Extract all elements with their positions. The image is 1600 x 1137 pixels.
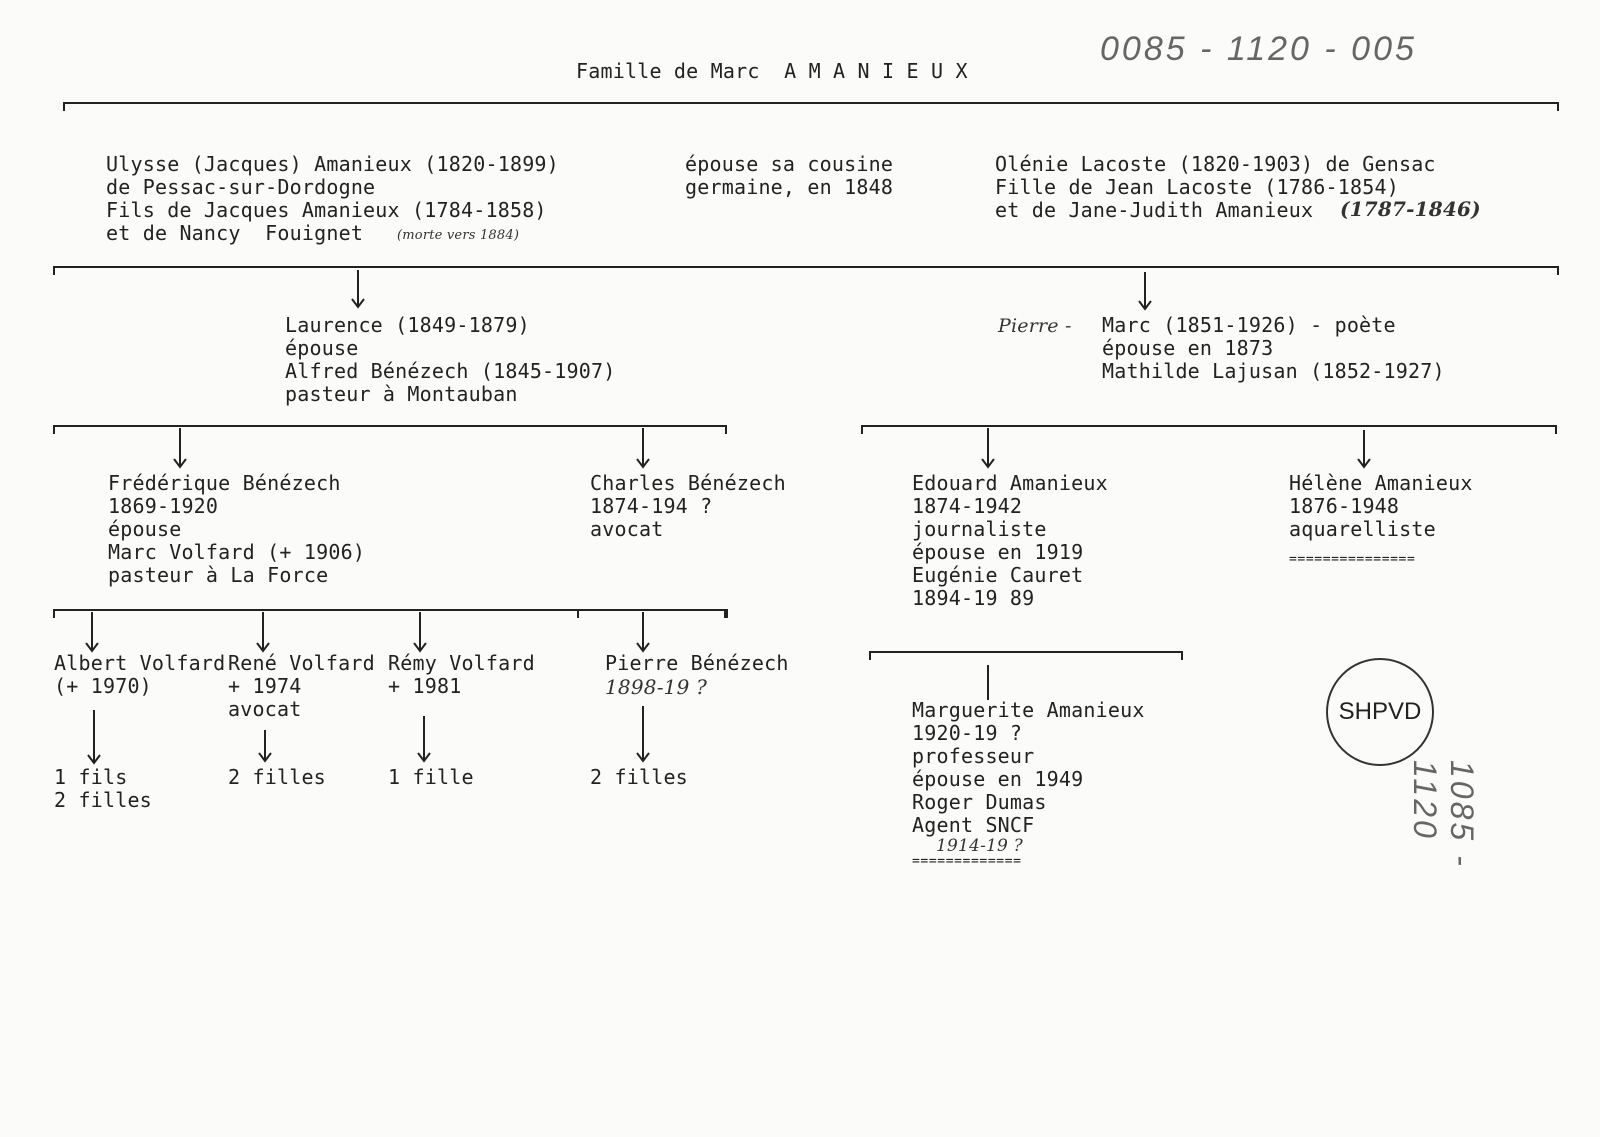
gen5-remy-children: 1 fille <box>388 765 474 789</box>
text-line: Olénie Lacoste (1820-1903) de Gensac <box>995 152 1436 176</box>
text-line: Roger Dumas <box>912 790 1047 814</box>
text-line: Mathilde Lajusan (1852-1927) <box>1102 359 1445 383</box>
handwritten-note: (morte vers 1884) <box>397 228 520 243</box>
text-line: 1894-19 89 <box>912 586 1035 610</box>
text-line: Alfred Bénézech (1845-1907) <box>285 359 616 383</box>
text-line: Edouard Amanieux <box>912 471 1108 495</box>
text-line: Albert Volfard <box>54 651 226 675</box>
archive-reference: 0085 - 1120 - 005 <box>1100 30 1417 68</box>
gen5-pierre-children: 2 filles <box>590 765 688 789</box>
archive-reference-side: 1085 - 1120 <box>1407 760 1480 869</box>
text-line: 1 fils <box>54 765 128 789</box>
text-line: René Volfard <box>228 651 375 675</box>
handwritten-prefix: Pierre - <box>998 315 1072 337</box>
text-line: épouse <box>285 336 359 360</box>
text-line: germaine, en 1848 <box>685 175 894 199</box>
text-line: 2 filles <box>54 788 152 812</box>
text-line: pasteur à La Force <box>108 563 329 587</box>
end-marker: ============= <box>912 854 1022 869</box>
text-line: Laurence (1849-1879) <box>285 313 530 337</box>
shpvd-stamp: SHPVD <box>1326 658 1434 766</box>
text-line: + 1974 <box>228 674 302 698</box>
text-line: épouse en 1873 <box>1102 336 1274 360</box>
gen5-rene-children: 2 filles <box>228 765 326 789</box>
text-line: (+ 1970) <box>54 674 152 698</box>
handwritten-dates: 1898-19 ? <box>605 675 707 699</box>
text-line: de Pessac-sur-Dordogne <box>106 175 376 199</box>
text-line: Charles Bénézech <box>590 471 786 495</box>
text-line: 1876-1948 <box>1289 494 1400 518</box>
text-line: Hélène Amanieux <box>1289 471 1473 495</box>
text-line: Marguerite Amanieux <box>912 698 1145 722</box>
text-line: avocat <box>590 517 664 541</box>
document-title: Famille de Marc A M A N I E U X <box>576 59 968 83</box>
text-line: Marc Volfard (+ 1906) <box>108 540 366 564</box>
text-line: Fille de Jean Lacoste (1786-1854) <box>995 175 1399 199</box>
text-line: 1874-1942 <box>912 494 1023 518</box>
text-line: Frédérique Bénézech <box>108 471 341 495</box>
text-line: et de Nancy Fouignet <box>106 221 364 245</box>
text-line: journaliste <box>912 517 1047 541</box>
text-line: + 1981 <box>388 674 462 698</box>
text-line: professeur <box>912 744 1035 768</box>
text-line: et de Jane-Judith Amanieux <box>995 198 1314 222</box>
handwritten-dates: 1914-19 ? <box>936 836 1023 856</box>
text-line: Fils de Jacques Amanieux (1784-1858) <box>106 198 547 222</box>
text-line: épouse en 1919 <box>912 540 1084 564</box>
handwritten-note: (1787-1846) <box>1340 197 1481 221</box>
text-line: 1869-1920 <box>108 494 219 518</box>
end-marker: =============== <box>1289 552 1416 567</box>
text-line: épouse <box>108 517 182 541</box>
text-line: aquarelliste <box>1289 517 1436 541</box>
text-line: 1874-194 ? <box>590 494 713 518</box>
text-line: pasteur à Montauban <box>285 382 518 406</box>
text-line: Ulysse (Jacques) Amanieux (1820-1899) <box>106 152 559 176</box>
text-line: épouse sa cousine <box>685 152 894 176</box>
text-line: Agent SNCF <box>912 813 1035 837</box>
text-line: Marc (1851-1926) - poète <box>1102 313 1396 337</box>
text-line: épouse en 1949 <box>912 767 1084 791</box>
text-line: Rémy Volfard <box>388 651 535 675</box>
text-line: avocat <box>228 697 302 721</box>
text-line: Eugénie Cauret <box>912 563 1084 587</box>
text-line: 1920-19 ? <box>912 721 1023 745</box>
text-line: Pierre Bénézech <box>605 651 789 675</box>
